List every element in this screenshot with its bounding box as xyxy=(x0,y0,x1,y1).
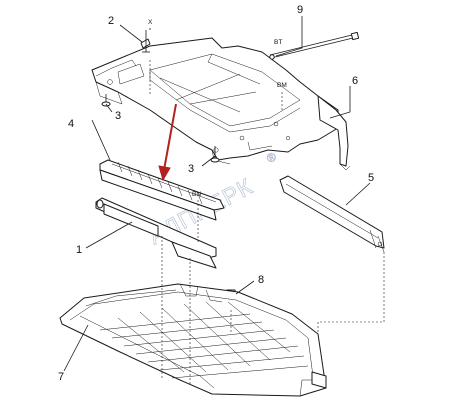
ref-label-x: X xyxy=(148,19,153,26)
part-6-upper-frame xyxy=(91,37,351,171)
part-5-guide-rail xyxy=(279,175,385,253)
callout-6: 6 xyxy=(352,75,358,87)
ref-label-bn: BN xyxy=(192,191,201,198)
ref-label-bm: BM xyxy=(277,82,287,89)
watermark-mark: ® xyxy=(264,149,279,166)
callout-5: 5 xyxy=(368,172,374,184)
part-9-rod xyxy=(269,31,360,60)
red-arrow-indicator xyxy=(158,103,177,182)
part-7-tray-base xyxy=(59,283,327,397)
callout-9: 9 xyxy=(297,4,303,16)
part-4-guide-bracket xyxy=(99,159,225,221)
callout-7: 7 xyxy=(58,371,64,383)
callout-4: 4 xyxy=(68,118,74,130)
callout-1: 1 xyxy=(76,244,82,256)
callout-3-lower: 3 xyxy=(188,163,194,175)
part-2-pin xyxy=(140,30,151,53)
leader-lines xyxy=(63,16,371,372)
assembly-guides xyxy=(149,60,385,386)
ref-label-bt: BT xyxy=(274,39,282,46)
part-1-lower-guide xyxy=(95,197,217,269)
callout-3-upper: 3 xyxy=(115,110,121,122)
callout-8: 8 xyxy=(258,274,264,286)
callout-2: 2 xyxy=(108,15,114,27)
